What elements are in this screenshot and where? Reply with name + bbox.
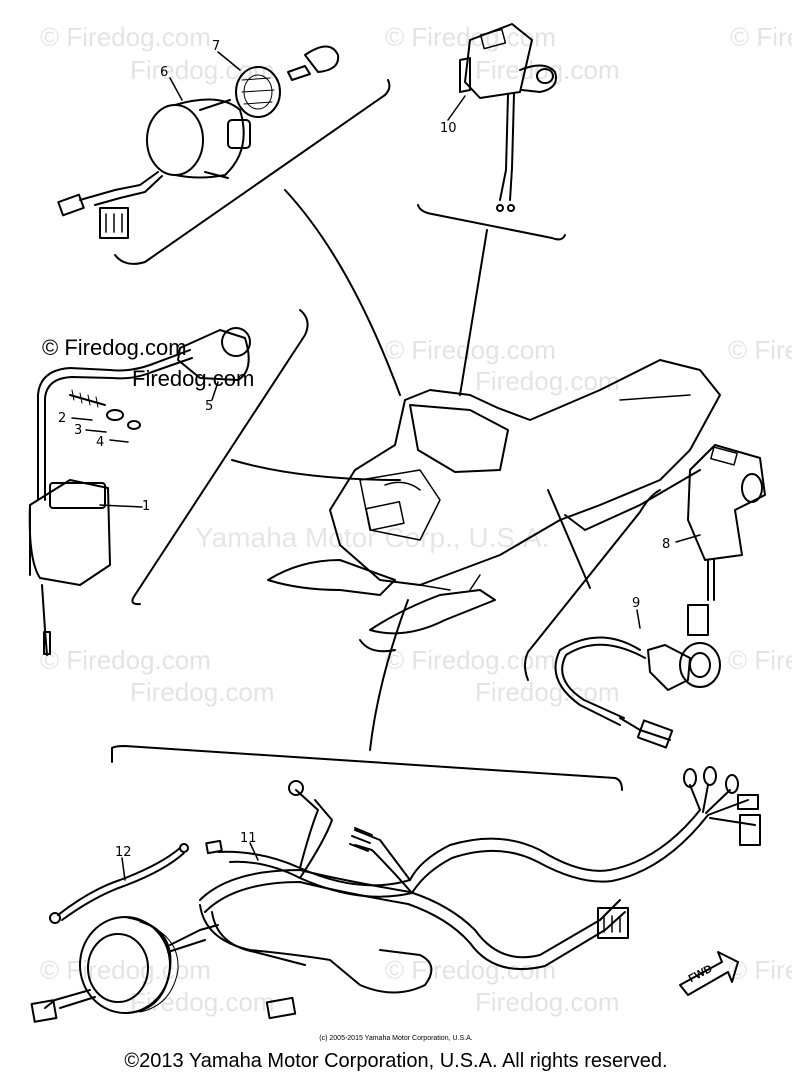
bracket-ignition [131,309,309,606]
leader-harness [369,599,409,751]
footer-copyright: ©2013 Yamaha Motor Corporation, U.S.A. A… [124,1050,668,1072]
regulator-part [459,23,557,212]
main-switch-part [57,98,251,239]
ignition-coil-part [28,349,193,656]
lead-wire-part [49,843,189,924]
leader-regulator [459,229,488,396]
callout-2: 2 [58,411,67,426]
callout-8: 8 [662,537,671,552]
kill-switch-cable [554,636,721,749]
callout-1: 1 [142,499,151,514]
bracket-right-switch [524,489,661,681]
handlebar-switch-part [687,444,766,636]
spark-plug-cap [177,327,251,381]
callout-leaders [71,51,701,881]
callout-5: 5 [205,399,214,414]
ignition-key [287,45,340,81]
callout-9: 9 [632,596,641,611]
wire-harness [199,766,761,1020]
callout-11: 11 [240,831,257,846]
speedometer-part [30,916,219,1023]
ignition-key-cap [235,66,281,118]
bracket-regulator-top [417,204,566,241]
small-copyright: (c) 2005-2015 Yamaha Motor Corporation, … [319,1035,473,1042]
forward-arrow-icon [679,951,739,996]
callout-10: 10 [440,121,457,136]
bolt-and-washers [69,389,141,430]
callout-12: 12 [115,845,132,860]
leader-ignition [231,459,401,481]
callout-4: 4 [96,435,105,450]
callout-3: 3 [74,423,83,438]
leader-right-switch [547,489,591,589]
leader-main-switch [284,189,401,396]
snowmobile-drawing [267,359,721,653]
watermark-firedog-dark: Firedog.com [132,366,255,391]
watermark-firedog-dark: © Firedog.com [42,335,187,360]
callout-7: 7 [212,39,221,54]
bracket-harness [111,745,623,791]
bracket-main-switch [114,79,391,265]
callout-6: 6 [160,65,169,80]
